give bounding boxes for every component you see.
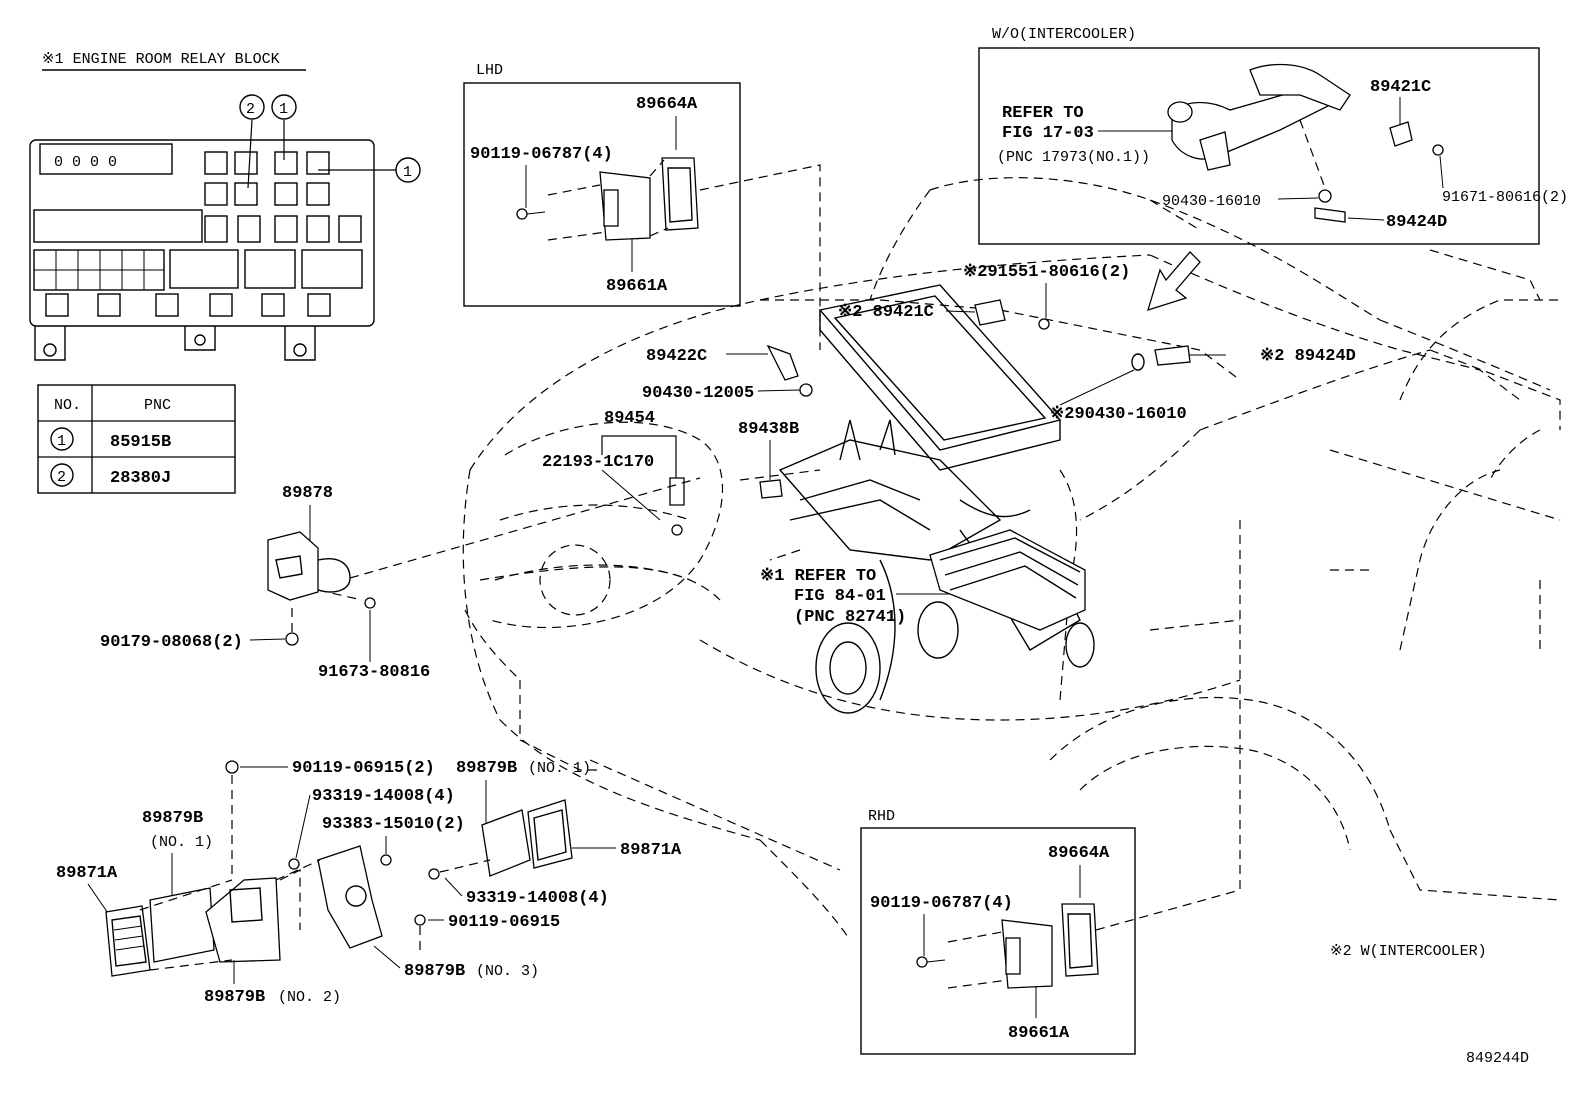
label-89454: 89454 — [604, 409, 655, 428]
relay-block-diagram: ※1 ENGINE ROOM RELAY BLOCK 0 0 0 0 — [29, 51, 421, 361]
relay-callout-2: 2 — [246, 101, 255, 118]
engine-relay-block — [929, 529, 1086, 631]
label-89878: 89878 — [282, 484, 333, 503]
label-93319-bottom: 93319-14008(4) — [466, 889, 609, 908]
rhd-89661A: 89661A — [1008, 1024, 1070, 1043]
label-refer3: (PNC 82741) — [794, 608, 906, 627]
rhd-box: RHD 89664A 90119-06787(4) 89661A — [860, 808, 1241, 1055]
label-91673: 91673-80816 — [318, 663, 430, 682]
relay-fuse-text: 0 0 0 0 — [54, 154, 117, 171]
lhd-box: LHD 89664A 90119-06787(4) 89661A — [463, 62, 821, 350]
wo-intercooler-title: W/O(INTERCOOLER) — [992, 26, 1136, 43]
pnc-row-2-no: 2 — [57, 469, 66, 486]
label-89879B-no1-right: 89879B — [456, 759, 517, 778]
label-89871A-left: 89871A — [56, 864, 118, 883]
rhd-89664A: 89664A — [1048, 844, 1110, 863]
label-89879B-left: 89879B — [142, 809, 203, 828]
pnc-table-header-pnc: PNC — [144, 397, 171, 414]
direction-arrow — [1147, 251, 1201, 311]
label-no2: (NO. 2) — [278, 989, 341, 1006]
label-90119-06915-2: 90119-06915(2) — [292, 759, 435, 778]
wo-89424D: 89424D — [1386, 213, 1447, 232]
label-90119-06915: 90119-06915 — [448, 913, 560, 932]
label-91551: ※291551-80616(2) — [963, 263, 1130, 282]
label-90430-12005: 90430-12005 — [642, 384, 754, 403]
wo-89421C: 89421C — [1370, 78, 1431, 97]
lhd-89664A: 89664A — [636, 95, 698, 114]
lhd-title: LHD — [476, 62, 503, 79]
lhd-90119-06787: 90119-06787(4) — [470, 145, 613, 164]
label-89422C: 89422C — [646, 347, 707, 366]
rhd-title: RHD — [868, 808, 895, 825]
wo-refer-line2: FIG 17-03 — [1002, 124, 1094, 143]
label-89879B-no3: 89879B — [404, 962, 465, 981]
ecu-bracket-assembly: 90119-06915(2) 93319-14008(4) 93383-1501… — [56, 759, 682, 1007]
relay-callout-1a: 1 — [279, 101, 288, 118]
label-no3: (NO. 3) — [476, 963, 539, 980]
wo-refer-line1: REFER TO — [1002, 104, 1084, 123]
center-labels: ※291551-80616(2) ※2 89421C 89422C ※2 894… — [542, 263, 1356, 627]
pnc-table-header-no: NO. — [54, 397, 81, 414]
label-93319-top: 93319-14008(4) — [312, 787, 455, 806]
label-refer2: FIG 84-01 — [794, 587, 886, 606]
relay-block-title: ※1 ENGINE ROOM RELAY BLOCK — [42, 51, 280, 68]
label-no1-left: (NO. 1) — [150, 834, 213, 851]
pnc-row-1-value: 85915B — [110, 433, 171, 452]
drawing-number: 849244D — [1466, 1050, 1529, 1067]
vehicle-outline — [462, 177, 1561, 941]
wo-90430-16010: 90430-16010 — [1162, 193, 1261, 210]
pnc-row-2-value: 28380J — [110, 469, 171, 488]
label-89424D: ※2 89424D — [1260, 347, 1356, 366]
engine-assembly — [778, 284, 1095, 714]
label-89421C: ※2 89421C — [838, 303, 934, 322]
pnc-row-1-no: 1 — [57, 433, 66, 450]
label-refer1: ※1 REFER TO — [760, 567, 876, 586]
note-w-intercooler: ※2 W(INTERCOOLER) — [1330, 943, 1487, 960]
label-89879B-no2: 89879B — [204, 988, 265, 1007]
label-22193: 22193-1C170 — [542, 453, 654, 472]
label-90179: 90179-08068(2) — [100, 633, 243, 652]
lhd-89661A: 89661A — [606, 277, 668, 296]
wo-refer-line3: (PNC 17973(NO.1)) — [997, 149, 1150, 166]
wo-91671: 91671-80616(2) — [1442, 189, 1568, 206]
label-89871A-right: 89871A — [620, 841, 682, 860]
label-no1-right: (NO. 1) — [528, 760, 591, 777]
label-89438B: 89438B — [738, 420, 799, 439]
wo-intercooler-box: W/O(INTERCOOLER) REFER TO FIG 17-03 (PNC… — [978, 26, 1568, 245]
label-90430-16010: ※290430-16010 — [1050, 405, 1187, 424]
relay-callout-1b: 1 — [403, 164, 412, 181]
pnc-table: NO. PNC 1 85915B 2 28380J — [37, 384, 236, 494]
label-93383: 93383-15010(2) — [322, 815, 465, 834]
rhd-90119-06787: 90119-06787(4) — [870, 894, 1013, 913]
part-89878: 89878 90179-08068(2) 91673-80816 — [100, 477, 701, 682]
